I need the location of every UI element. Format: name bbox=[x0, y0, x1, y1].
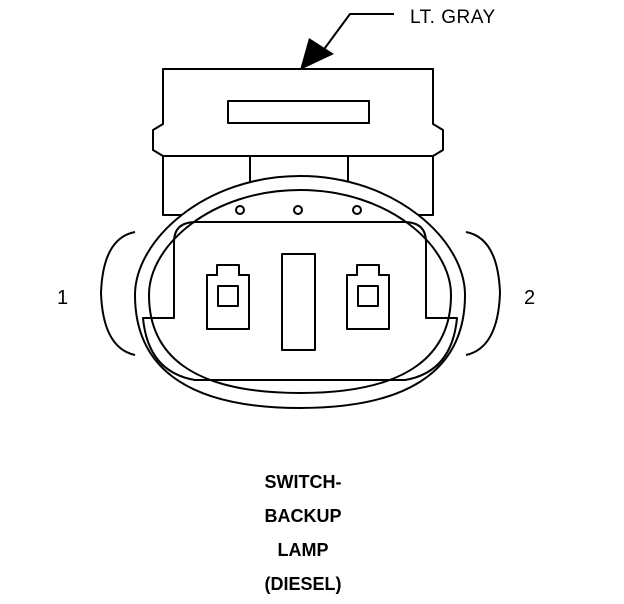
housing-slot bbox=[227, 100, 370, 124]
pin-label-1: 1 bbox=[57, 287, 69, 309]
caption-line: (DIESEL) bbox=[264, 574, 342, 594]
center-key bbox=[281, 253, 316, 351]
right-ear bbox=[465, 231, 501, 356]
terminal-cavity bbox=[142, 221, 458, 381]
wire-leader-arrowhead bbox=[300, 38, 334, 70]
connector-body-outer bbox=[134, 175, 466, 409]
wire-color-label: LT. GRAY bbox=[410, 7, 496, 28]
terminal-2-contact bbox=[357, 285, 379, 307]
component-caption: SWITCH- BACKUP LAMP (DIESEL) bbox=[200, 468, 406, 604]
terminal-1-contact bbox=[217, 285, 239, 307]
vent-dot bbox=[235, 205, 245, 215]
vent-dot bbox=[352, 205, 362, 215]
caption-line: LAMP bbox=[277, 540, 329, 560]
pin-label-2: 2 bbox=[524, 287, 536, 309]
connector-body-inner bbox=[148, 189, 452, 394]
terminal-1 bbox=[206, 264, 250, 330]
connector-housing-top bbox=[152, 68, 444, 216]
wire-leader-line bbox=[321, 13, 394, 53]
left-ear bbox=[100, 231, 136, 356]
caption-line: BACKUP bbox=[264, 506, 342, 526]
terminal-2 bbox=[346, 264, 390, 330]
vent-dot bbox=[293, 205, 303, 215]
caption-line: SWITCH- bbox=[264, 472, 342, 492]
